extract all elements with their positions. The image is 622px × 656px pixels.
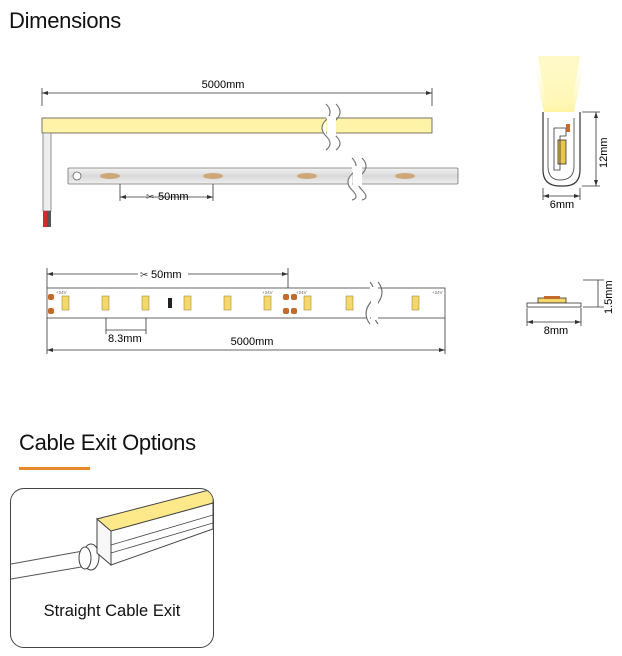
scissors-icon: ✂: [146, 192, 154, 203]
title-underline: [19, 467, 90, 470]
cable-exit-label: Straight Cable Exit: [43, 602, 181, 620]
break-mark: [321, 103, 331, 151]
length-label: 5000mm: [202, 79, 245, 91]
voltage-label: +24V: [56, 290, 67, 295]
led-chip: [557, 139, 567, 165]
pcb-section: 8mm 1.5mm: [526, 279, 615, 337]
svg-text:+24V: +24V: [432, 290, 443, 295]
dimensions-diagram: 5000mm ✂ 50mm: [41, 56, 615, 354]
length-dimension: [41, 88, 433, 106]
cable-red-wire: [43, 211, 47, 227]
resistor: [168, 298, 172, 308]
cut-label: 50mm: [158, 191, 189, 203]
end-cap-icon: [72, 171, 82, 181]
straight-cable-exit-illustration: [11, 489, 213, 580]
pcb-scissors-icon: ✂: [140, 270, 148, 281]
pcb-leds: [61, 295, 420, 311]
height-label: 12mm: [598, 137, 610, 168]
pcb-cut-label: 50mm: [151, 269, 182, 281]
cross-section: 12mm 6mm: [532, 56, 610, 211]
side-view: 5000mm ✂ 50mm: [41, 79, 459, 227]
pcb-length-label: 5000mm: [231, 336, 274, 348]
pcb-width-label: 8mm: [544, 325, 568, 337]
solder-pads: [48, 294, 297, 314]
cable-title: Cable Exit Options: [19, 430, 196, 455]
dimensions-title: Dimensions: [9, 8, 121, 33]
svg-text:+24V: +24V: [262, 290, 273, 295]
svg-text:+24V: +24V: [296, 290, 307, 295]
neon-bar: [41, 117, 433, 134]
cable: [42, 132, 52, 212]
pcb-height-label: 1.5mm: [603, 280, 615, 314]
cut-dimension: [119, 184, 214, 201]
cable-exit-card[interactable]: Straight Cable Exit: [10, 488, 214, 648]
pitch-label: 8.3mm: [108, 333, 142, 345]
width-label: 6mm: [550, 199, 574, 211]
pcb-view: ✂ 50mm +24V +24V: [46, 267, 446, 354]
